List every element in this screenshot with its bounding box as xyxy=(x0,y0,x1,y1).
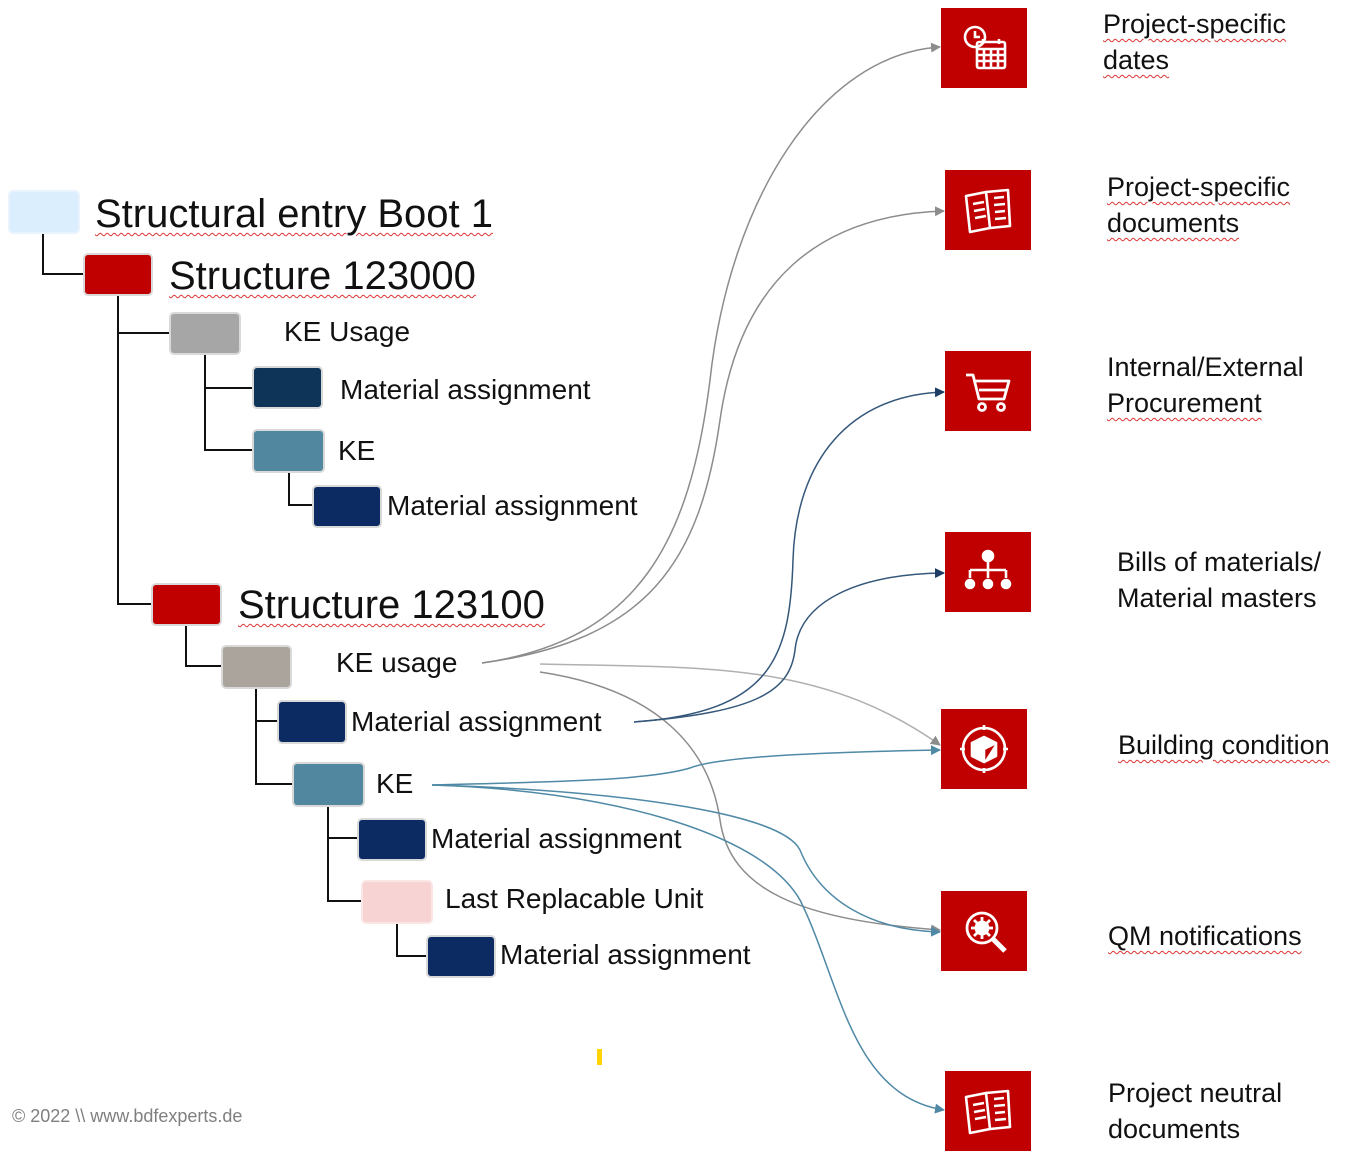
wire-ke-usage-to-dates xyxy=(481,42,941,664)
cube-target-icon xyxy=(960,725,1008,773)
target-bom-line2: Material masters xyxy=(1117,583,1317,613)
root-box xyxy=(8,190,80,234)
tile-project-neutral-documents xyxy=(945,1071,1031,1151)
material-assignment-2c-box xyxy=(426,935,496,978)
material-assignment-2a-box xyxy=(277,700,347,744)
ke-usage-1-label: KE Usage xyxy=(284,316,411,347)
target-project-neutral-documents-label: Project neutral documents xyxy=(1108,1075,1282,1147)
documents-icon xyxy=(964,1089,1012,1135)
target-project-neutral-documents-line2: documents xyxy=(1108,1114,1241,1144)
tree-lines xyxy=(42,234,427,957)
wires-ke-usage xyxy=(481,42,945,935)
material-assignment-2c-label: Material assignment xyxy=(500,939,751,970)
ke-1-label: KE xyxy=(338,435,376,466)
material-assignment-1b-label: Material assignment xyxy=(387,490,638,521)
target-bom-label: Bills of materials/ Material masters xyxy=(1117,544,1321,616)
target-bom-line1: Bills of materials/ xyxy=(1117,547,1322,577)
wire-ke-to-neutral-docs xyxy=(431,784,945,1114)
structure-2-label: Structure 123100 xyxy=(238,583,545,627)
tile-project-documents xyxy=(945,170,1031,250)
documents-icon xyxy=(964,188,1012,234)
ke-usage-1-box xyxy=(169,312,241,355)
target-project-neutral-documents-line1: Project neutral xyxy=(1108,1078,1283,1108)
structure-2-box xyxy=(151,583,222,626)
wire-ke-usage-to-qm xyxy=(539,671,941,935)
target-procurement-line1: Internal/External xyxy=(1107,352,1304,382)
ke-1-box xyxy=(252,429,325,473)
last-replacable-unit-label: Last Replacable Unit xyxy=(445,883,704,914)
gear-magnifier-icon xyxy=(965,911,1007,953)
target-procurement-label: Internal/External Procurement xyxy=(1107,349,1304,421)
target-qm-notifications-label: QM notifications xyxy=(1108,918,1302,954)
calendar-clock-icon xyxy=(963,25,1007,70)
wire-material-to-bom xyxy=(633,568,945,723)
wires-material-assignment xyxy=(633,387,945,723)
tile-procurement xyxy=(945,351,1031,431)
tile-qm-notifications xyxy=(941,891,1027,971)
material-assignment-2b-label: Material assignment xyxy=(431,823,682,854)
target-project-dates-line1: Project-specific xyxy=(1103,9,1287,39)
ke-2-label: KE xyxy=(376,768,414,799)
wire-material-to-procurement xyxy=(633,387,945,723)
material-assignment-1b-box xyxy=(312,485,382,528)
tile-bom xyxy=(945,532,1031,612)
wire-ke-to-building xyxy=(431,745,941,786)
shopping-cart-icon xyxy=(966,373,1011,412)
target-procurement-line2: Procurement xyxy=(1107,388,1262,418)
structure-1-box xyxy=(83,253,153,296)
copyright-footer: © 2022 \\ www.bdfexperts.de xyxy=(12,1106,243,1126)
target-project-documents-line1: Project-specific xyxy=(1107,172,1291,202)
hierarchy-gears-icon xyxy=(964,549,1012,590)
root-label: Structural entry Boot 1 xyxy=(95,192,493,236)
target-project-dates-line2: dates xyxy=(1103,45,1170,75)
ke-usage-2-label: KE usage xyxy=(336,647,458,678)
text-cursor-mark xyxy=(597,1049,602,1065)
material-assignment-2b-box xyxy=(357,818,427,861)
tile-building-condition xyxy=(941,709,1027,789)
target-project-documents-line2: documents xyxy=(1107,208,1240,238)
wire-ke-usage-to-building xyxy=(539,663,941,746)
material-assignment-2a-label: Material assignment xyxy=(351,706,602,737)
ke-2-box xyxy=(292,762,365,807)
target-building-condition-line1: Building condition xyxy=(1118,730,1330,760)
wire-ke-usage-to-documents xyxy=(481,206,945,664)
ke-usage-2-box xyxy=(221,645,292,689)
wires-ke xyxy=(431,745,945,1114)
wire-ke-to-qm xyxy=(431,784,941,937)
material-assignment-1a-label: Material assignment xyxy=(340,374,591,405)
target-building-condition-label: Building condition xyxy=(1118,727,1330,763)
structure-1-label: Structure 123000 xyxy=(169,254,476,298)
target-project-documents-label: Project-specific documents xyxy=(1107,169,1290,241)
last-replacable-unit-box xyxy=(361,880,433,924)
target-qm-notifications-line1: QM notifications xyxy=(1108,921,1302,951)
target-project-dates-label: Project-specific dates xyxy=(1103,6,1286,78)
tile-project-dates xyxy=(941,8,1027,88)
material-assignment-1a-box xyxy=(252,366,323,409)
